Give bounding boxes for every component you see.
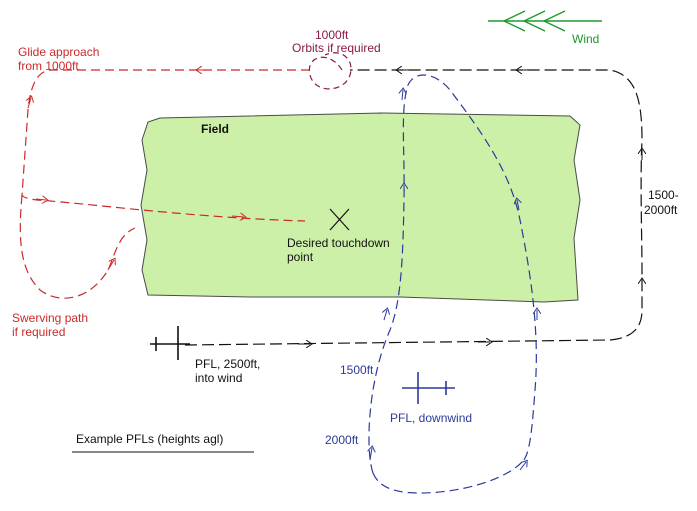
pfl-upwind-label-line2: into wind — [195, 371, 242, 385]
field-label: Field — [201, 122, 229, 136]
blue-arrow-4 — [517, 200, 519, 211]
side-height-label-line2: 2000ft — [644, 203, 678, 217]
diagram-title: Example PFLs (heights agl) — [76, 432, 223, 446]
swerving-path — [19, 194, 136, 299]
glide-arrow-2 — [28, 98, 31, 109]
glide-arrow-3 — [231, 216, 244, 217]
height-2000-label: 2000ft — [325, 433, 359, 447]
swerve-arrow — [107, 260, 114, 271]
blue-arrow-3 — [402, 90, 403, 101]
glide-arrow-4 — [35, 199, 46, 200]
swerve-label-line1: Swerving path — [12, 311, 88, 325]
touchdown-label-line1: Desired touchdown — [287, 236, 390, 250]
pfl-upwind-label-line1: PFL, 2500ft, — [195, 357, 260, 371]
blue-arrow-6 — [519, 462, 526, 471]
glide-label-line1: Glide approach — [18, 45, 99, 59]
orbit-label-line1: 1000ft — [315, 28, 349, 42]
swerve-label-line2: if required — [12, 325, 65, 339]
blue-arrow-7 — [370, 448, 372, 461]
wind-label: Wind — [572, 32, 599, 46]
touchdown-label-line2: point — [287, 250, 314, 264]
glide-label-line2: from 1000ft — [18, 59, 79, 73]
field-shape — [140, 112, 581, 303]
pfl-upwind-path — [184, 69, 643, 346]
aircraft-downwind-icon — [402, 372, 455, 404]
blue-arrow-1 — [384, 310, 387, 321]
pfl-downwind-path — [368, 74, 537, 474]
height-1500-label: 1500ft — [340, 363, 374, 377]
pfl-downwind-label: PFL, downwind — [390, 411, 472, 425]
side-height-label-line1: 1500- — [648, 188, 679, 202]
wind-arrow-icon — [488, 10, 602, 32]
touchdown-mark-icon — [329, 208, 350, 231]
orbit-path — [308, 52, 352, 90]
aircraft-upwind-icon — [150, 326, 190, 360]
pfl-downwind-path-tail — [372, 461, 523, 494]
orbit-label-line2: Orbits if required — [292, 41, 381, 55]
